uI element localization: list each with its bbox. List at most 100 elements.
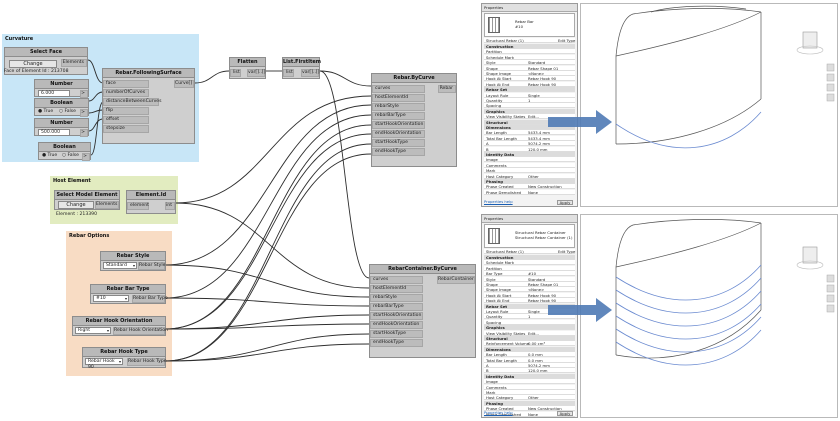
rebar-follow-input-face[interactable]: face — [103, 80, 149, 88]
type-selector-bottom[interactable]: Structural Rebar Container Structural Re… — [484, 224, 575, 248]
properties-help-link-top[interactable]: Properties help — [484, 199, 513, 204]
rebar-style-node[interactable]: Rebar Style Standard Rebar Style — [100, 251, 166, 271]
properties-top-property-row[interactable]: Spacing — [484, 103, 575, 109]
rebar-follow-input-stepsize[interactable]: stepsize — [103, 125, 149, 133]
rebar-bar-type-output[interactable]: Rebar Bar Type — [132, 295, 168, 303]
list-first-item-input[interactable]: list — [283, 69, 294, 77]
edit-type-bottom[interactable]: Edit Type — [558, 249, 576, 254]
rebar-hook-orientation-node[interactable]: Rebar Hook Orientation Right Rebar Hook … — [72, 316, 168, 336]
rebar-bar-type-dropdown[interactable]: #10 — [93, 295, 129, 302]
properties-top-property-row[interactable]: Comments — [484, 162, 575, 168]
element-id-node[interactable]: Element.Id element int — [126, 190, 176, 214]
rebar-by-curve-input-end-hook[interactable]: endHookType — [372, 148, 425, 156]
navigation-cube-bottom[interactable] — [796, 246, 824, 270]
properties-top-property-row[interactable]: Mark — [484, 168, 575, 174]
apply-button-bottom[interactable]: Apply — [557, 411, 573, 416]
rebar-by-curve-input-start-hook[interactable]: startHookType — [372, 139, 425, 147]
element-id-output[interactable]: int — [165, 202, 175, 210]
rebar-follow-output[interactable]: Curve[] — [174, 80, 194, 88]
rebar-container-input-host[interactable]: hostElementId — [370, 285, 423, 293]
rebar-style-dropdown[interactable]: Standard — [103, 262, 137, 269]
rebar-follow-input-offset[interactable]: offset — [103, 116, 149, 124]
select-face-node[interactable]: Select Face Change Elements — [4, 47, 88, 75]
select-face-change-button[interactable]: Change — [9, 60, 57, 68]
number-1-value[interactable]: 6.000 — [38, 90, 70, 97]
type-selector-top[interactable]: Rebar Bar #10 — [484, 13, 575, 37]
flatten-input[interactable]: list — [230, 69, 241, 77]
list-first-item-node[interactable]: List.FirstItem list var[]..[] — [282, 57, 321, 79]
select-face-output[interactable]: Elements — [61, 59, 87, 67]
boolean-node-2[interactable]: Boolean ● True ○ False > — [38, 142, 91, 161]
rebar-follow-input-distance[interactable]: distanceBetweenCurves — [103, 98, 162, 106]
properties-top-property-row[interactable]: Partition — [484, 49, 575, 55]
rebar-style-output[interactable]: Rebar Style — [138, 262, 166, 270]
number-1-output[interactable]: > — [80, 90, 88, 98]
select-model-output[interactable]: Elements — [95, 201, 119, 209]
rebar-by-curve-node[interactable]: Rebar.ByCurve curves hostElementId rebar… — [371, 73, 457, 167]
properties-top-property-row[interactable]: Image — [484, 157, 575, 163]
element-id-input[interactable]: element — [127, 202, 149, 210]
properties-bottom-property-row[interactable]: Bar Type#10 — [484, 271, 575, 277]
boolean-1-output[interactable]: > — [80, 109, 88, 117]
rebar-hook-type-dropdown[interactable]: Rebar Hook 90 — [85, 358, 123, 370]
rebar-container-input-end-hook[interactable]: endHookType — [370, 339, 423, 347]
select-model-element-node[interactable]: Select Model Element Change Elements — [54, 190, 120, 210]
rebar-hook-type-output[interactable]: Rebar Hook Type — [127, 358, 167, 366]
rebar-by-curve-input-start-orient[interactable]: startHookOrientation — [372, 121, 425, 129]
rebar-container-input-style[interactable]: rebarStyle — [370, 294, 423, 302]
properties-bottom-property-row[interactable]: Partition — [484, 265, 575, 271]
3d-view-bottom[interactable] — [580, 214, 838, 418]
3d-view-top[interactable] — [580, 3, 838, 207]
instance-selector-top[interactable]: Structural Rebar (1) Edit Type — [484, 38, 575, 43]
list-first-item-output[interactable]: var[]..[] — [301, 69, 320, 77]
rebar-hook-orientation-dropdown[interactable]: Right — [75, 327, 111, 334]
rebar-by-curve-input-bartype[interactable]: rebarBarType — [372, 112, 425, 120]
properties-top-property-row[interactable]: Schedule Mark — [484, 54, 575, 60]
properties-top-property-row[interactable]: Shape Image<None> — [484, 71, 575, 76]
rebar-follow-input-number[interactable]: numberOfCurves — [103, 89, 149, 97]
boolean-2-false[interactable]: ○ False — [62, 153, 79, 158]
boolean-2-true[interactable]: ● True — [42, 153, 58, 158]
rebar-hook-type-node[interactable]: Rebar Hook Type Rebar Hook 90 Rebar Hook… — [82, 347, 167, 370]
properties-bottom-property-row[interactable]: Image — [484, 379, 575, 385]
apply-button-top[interactable]: Apply — [557, 200, 573, 205]
rebar-container-by-curve-node[interactable]: RebarContainer.ByCurve curves hostElemen… — [369, 264, 476, 358]
rebar-by-curve-input-host[interactable]: hostElementId — [372, 94, 425, 102]
rebar-by-curve-input-end-orient[interactable]: endHookOrientation — [372, 130, 425, 138]
select-model-change-button[interactable]: Change — [58, 201, 94, 209]
rebar-following-surface-node[interactable]: Rebar.FollowingSurface face numberOfCurv… — [102, 68, 195, 144]
boolean-1-false[interactable]: ○ False — [59, 109, 76, 114]
instance-selector-bottom[interactable]: Structural Rebar (1) Edit Type — [484, 249, 575, 254]
boolean-2-output[interactable]: > — [82, 153, 90, 161]
rebar-container-output[interactable]: RebarContainer — [437, 276, 475, 284]
rebar-bar-type-node[interactable]: Rebar Bar Type #10 Rebar Bar Type — [90, 284, 168, 304]
number-node-2[interactable]: Number 500.000 > — [34, 118, 89, 137]
number-node-1[interactable]: Number 6.000 > — [34, 79, 89, 98]
rebar-follow-input-flip[interactable]: flip — [103, 107, 149, 115]
number-2-output[interactable]: > — [80, 129, 88, 137]
rebar-container-input-curves[interactable]: curves — [370, 276, 423, 284]
rebar-by-curve-input-curves[interactable]: curves — [372, 85, 425, 93]
flatten-node[interactable]: Flatten list var[]..[] — [229, 57, 266, 79]
number-2-value[interactable]: 500.000 — [38, 129, 70, 136]
